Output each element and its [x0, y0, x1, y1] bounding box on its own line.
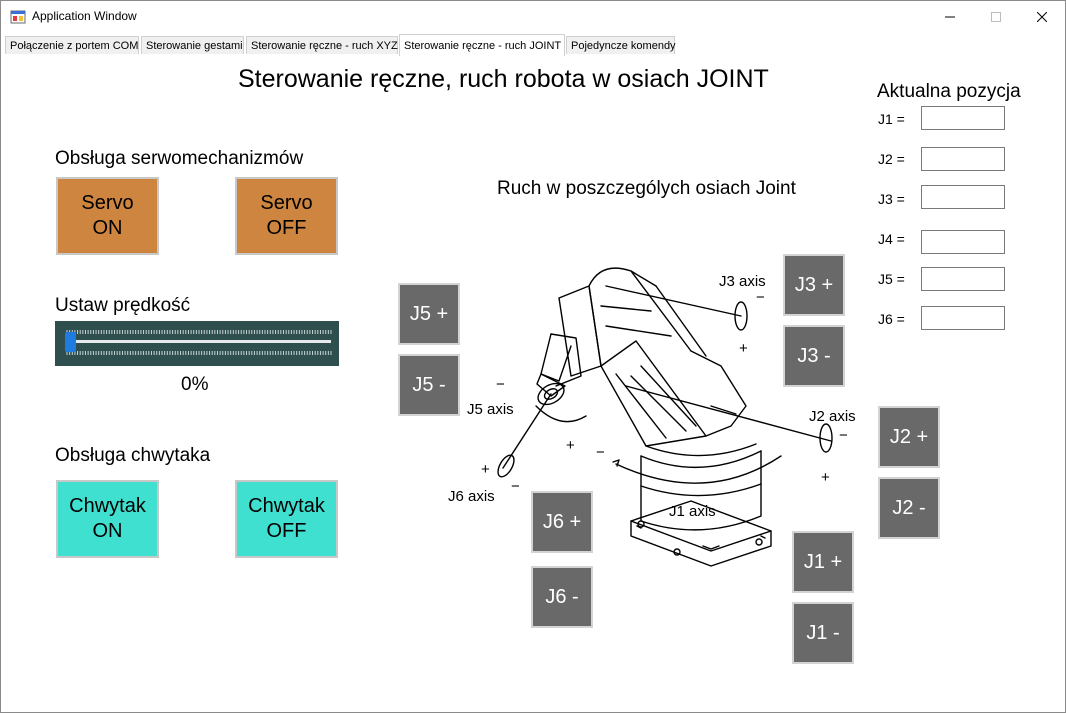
j6-plus-sign: + [481, 461, 490, 478]
close-button[interactable] [1019, 1, 1065, 33]
position-label-j4: J4 = [878, 231, 905, 247]
gripper-heading: Obsługa chwytaka [55, 445, 211, 466]
position-j1-field[interactable] [921, 106, 1005, 130]
j6-axis-label: J6 axis [448, 488, 495, 505]
position-label-j6: J6 = [878, 311, 905, 327]
robot-arm-drawing [497, 267, 833, 567]
position-j3-field[interactable] [921, 185, 1005, 209]
j5-minus-sign: − [496, 376, 505, 393]
close-icon [1037, 12, 1047, 22]
j3-minus-sign: − [756, 289, 765, 306]
j2-plus-button[interactable]: J2 + [878, 406, 940, 468]
page-title: Sterowanie ręczne, ruch robota w osiach … [238, 65, 769, 93]
minimize-icon [945, 16, 955, 18]
j5-plus-sign: + [566, 437, 575, 454]
speed-heading: Ustaw prędkość [55, 295, 191, 316]
tab-manual-joint[interactable]: Sterowanie ręczne - ruch JOINT [399, 34, 565, 56]
j3-minus-button[interactable]: J3 - [783, 325, 845, 387]
j5-plus-button[interactable]: J5 + [398, 283, 460, 345]
robot-axis-labels: J1 axis J2 axis J3 axis J5 axis J6 axis … [448, 273, 856, 520]
position-j4-field[interactable] [921, 230, 1005, 254]
servo-heading: Obsługa serwomechanizmów [55, 148, 304, 169]
position-heading: Aktualna pozycja [877, 81, 1021, 102]
maximize-icon [991, 12, 1001, 22]
application-icon [10, 10, 26, 24]
j2-minus-button[interactable]: J2 - [878, 477, 940, 539]
robot-arm-diagram: J1 axis J2 axis J3 axis J5 axis J6 axis … [448, 267, 856, 567]
j6-minus-button[interactable]: J6 - [531, 566, 593, 628]
j3-plus-button[interactable]: J3 + [783, 254, 845, 316]
position-j5-field[interactable] [921, 267, 1005, 291]
position-label-j1: J1 = [878, 111, 905, 127]
tab-strip: Połączenie z portem COM Sterowanie gesta… [3, 34, 1063, 56]
j1-plus-button[interactable]: J1 + [792, 531, 854, 593]
position-j6-field[interactable] [921, 306, 1005, 330]
tab-manual-xyz[interactable]: Sterowanie ręczne - ruch XYZ [246, 36, 398, 54]
j3-axis-label: J3 axis [719, 273, 766, 290]
speed-slider-graphic [65, 330, 332, 355]
j5-minus-button[interactable]: J5 - [398, 354, 460, 416]
position-j2-field[interactable] [921, 147, 1005, 171]
maximize-button[interactable] [973, 1, 1019, 33]
speed-value: 0% [181, 374, 209, 395]
tab-com-port[interactable]: Połączenie z portem COM [5, 36, 139, 54]
title-bar: Application Window [1, 1, 1065, 33]
position-label-j2: J2 = [878, 151, 905, 167]
j2-axis-label: J2 axis [809, 408, 856, 425]
j5-axis-label: J5 axis [467, 401, 514, 418]
joint-heading: Ruch w poszczególych osiach Joint [497, 178, 796, 199]
speed-slider[interactable] [55, 321, 339, 366]
minimize-button[interactable] [927, 1, 973, 33]
tab-gesture-control[interactable]: Sterowanie gestami [141, 36, 244, 54]
j1-axis-label: J1 axis [669, 503, 716, 520]
position-label-j5: J5 = [878, 271, 905, 287]
j2-minus-sign: − [839, 427, 848, 444]
window-title: Application Window [32, 9, 137, 23]
j1-minus-button[interactable]: J1 - [792, 602, 854, 664]
j6-minus-sign: − [511, 478, 520, 495]
j2-plus-sign: + [821, 469, 830, 486]
j3-plus-sign: + [739, 340, 748, 357]
j6-plus-button[interactable]: J6 + [531, 491, 593, 553]
speed-slider-thumb[interactable] [65, 332, 76, 352]
position-label-j3: J3 = [878, 191, 905, 207]
j1-minus-sign: − [596, 444, 605, 461]
tab-single-commands[interactable]: Pojedyncze komendy [566, 36, 676, 54]
